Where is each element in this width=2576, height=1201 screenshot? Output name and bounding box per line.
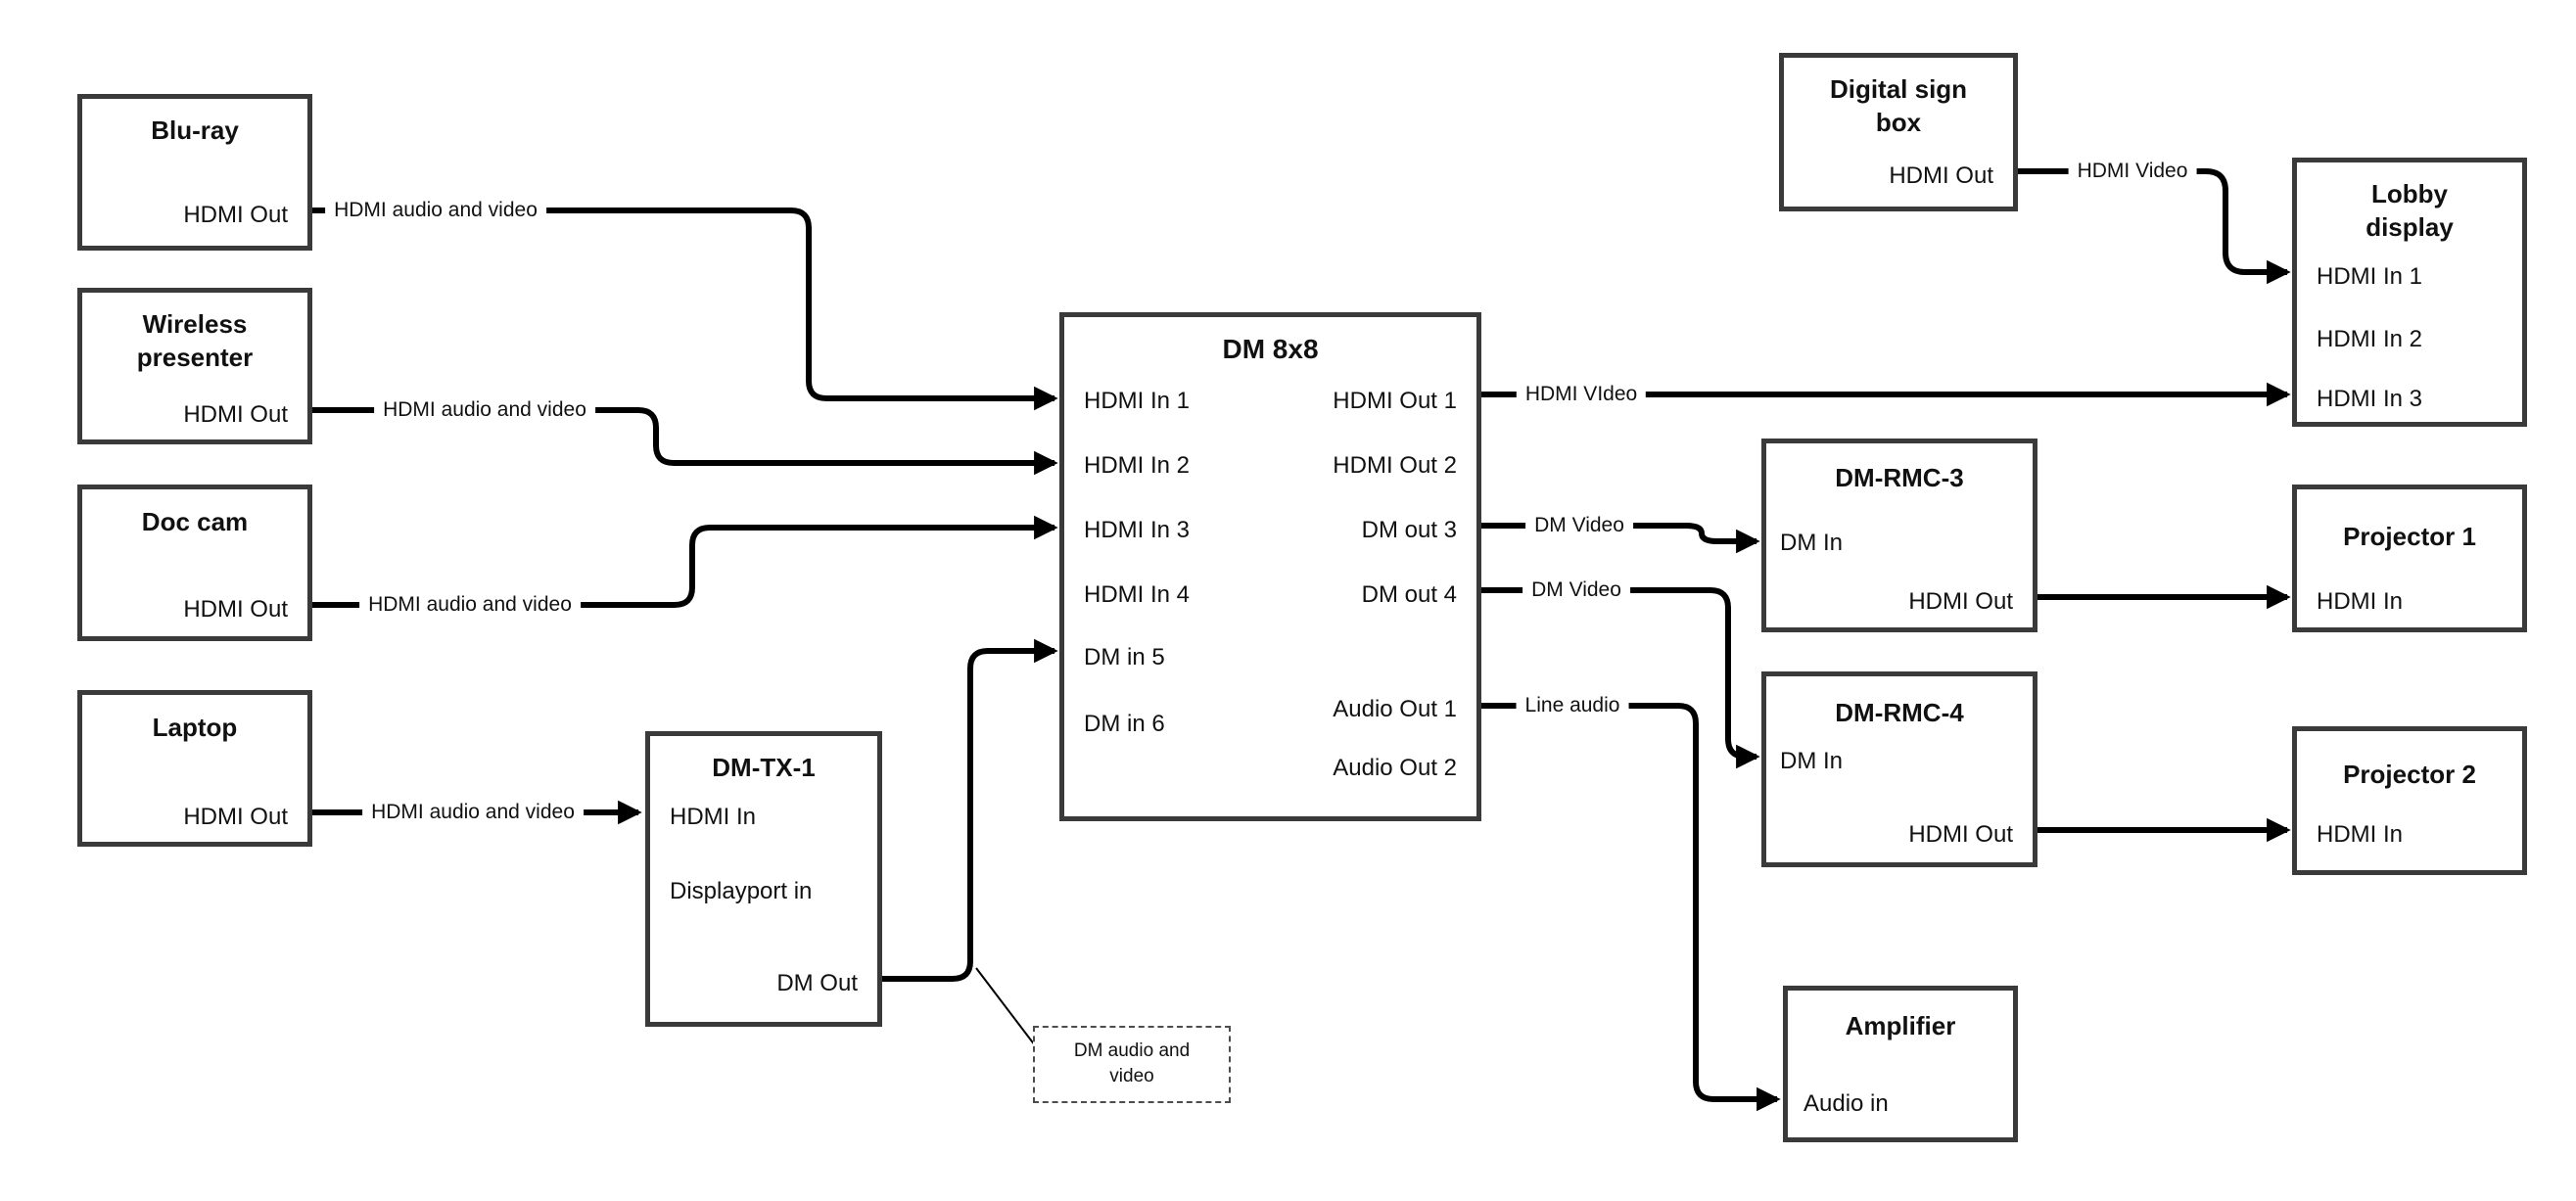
node-projector2: Projector 2 HDMI In <box>2292 726 2527 875</box>
dmrmc4-port-hdmi-out: HDMI Out <box>1908 821 2013 848</box>
node-digital-sign-box: Digital sign box HDMI Out <box>1779 53 2018 211</box>
node-dm8x8-title: DM 8x8 <box>1222 334 1319 364</box>
node-dmrmc3-title: DM-RMC-3 <box>1835 463 1964 492</box>
wire-label-digital-sign: HDMI Video <box>2068 159 2197 184</box>
dm8x8-port-hdmi-in-4: HDMI In 4 <box>1084 581 1191 608</box>
dm8x8-port-hdmi-in-1: HDMI In 1 <box>1084 388 1191 414</box>
projector2-port-hdmi-in: HDMI In <box>2317 821 2404 848</box>
wire-dmtx1-to-dm8x8-in5 <box>882 638 1058 982</box>
dm8x8-port-hdmi-out-1: HDMI Out 1 <box>1333 388 1457 414</box>
wire-wireless-to-dm8x8-in2 <box>312 407 1058 476</box>
node-amplifier: Amplifier Audio in <box>1783 986 2018 1142</box>
dmtx1-port-dm-out: DM Out <box>776 970 858 996</box>
wire-label-wireless: HDMI audio and video <box>374 397 595 423</box>
dm8x8-port-hdmi-in-2: HDMI In 2 <box>1084 452 1191 479</box>
node-wireless-presenter: Wireless presenter HDMI Out <box>77 288 312 444</box>
wire-label-dm-out3: DM Video <box>1525 513 1633 538</box>
node-wireless-presenter-title: Wireless presenter <box>136 309 254 372</box>
node-dmrmc4-title: DM-RMC-4 <box>1835 698 1964 727</box>
dmrmc3-port-dm-in: DM In <box>1780 530 1844 556</box>
dm8x8-port-hdmi-out-2: HDMI Out 2 <box>1333 452 1457 479</box>
node-bluray: Blu-ray HDMI Out <box>77 94 312 251</box>
dmtx1-port-displayport-in: Displayport in <box>670 878 813 904</box>
wire-doccam-to-dm8x8-in3 <box>312 515 1058 608</box>
lobby-port-hdmi-in-1: HDMI In 1 <box>2317 263 2423 290</box>
node-dm8x8: DM 8x8 HDMI In 1 HDMI In 2 HDMI In 3 HDM… <box>1059 312 1481 821</box>
wire-dm8x8-out3-to-dmrmc3 <box>1481 523 1760 554</box>
node-dmrmc4: DM-RMC-4 DM In HDMI Out <box>1761 671 2037 867</box>
node-dmtx1-title: DM-TX-1 <box>712 753 816 782</box>
dm8x8-port-dm-in-5: DM in 5 <box>1084 644 1165 670</box>
wire-dm8x8-out4-to-dmrmc4 <box>1481 587 1760 769</box>
node-projector1: Projector 1 HDMI In <box>2292 485 2527 632</box>
wireless-port-hdmi-out: HDMI Out <box>183 401 288 428</box>
node-bluray-title: Blu-ray <box>151 115 239 145</box>
wire-digitalsign-to-lobby-in1 <box>2018 168 2291 285</box>
node-projector2-title: Projector 2 <box>2343 760 2476 789</box>
wire-label-doccam: HDMI audio and video <box>359 592 581 618</box>
wire-label-dm-out4: DM Video <box>1522 577 1630 603</box>
projector1-port-hdmi-in: HDMI In <box>2317 588 2404 615</box>
wire-bluray-to-dm8x8-in1 <box>312 208 1058 411</box>
node-amplifier-title: Amplifier <box>1845 1011 1956 1040</box>
dmtx1-port-hdmi-in: HDMI In <box>670 804 757 830</box>
dm8x8-port-dm-out-3: DM out 3 <box>1361 517 1457 543</box>
node-lobby-display: Lobby display HDMI In 1 HDMI In 2 HDMI I… <box>2292 158 2527 427</box>
wire-label-laptop: HDMI audio and video <box>362 800 584 825</box>
lobby-port-hdmi-in-2: HDMI In 2 <box>2317 326 2423 352</box>
doccam-port-hdmi-out: HDMI Out <box>183 596 288 623</box>
wire-label-line-audio: Line audio <box>1516 693 1629 718</box>
wire-dm8x8-audio1-to-amplifier <box>1481 703 1781 1112</box>
note-callout-line <box>975 967 1036 1046</box>
node-laptop-title: Laptop <box>152 713 238 742</box>
digital-sign-port-hdmi-out: HDMI Out <box>1889 162 1993 189</box>
bluray-port-hdmi-out: HDMI Out <box>183 202 288 228</box>
dm8x8-port-audio-out-1: Audio Out 1 <box>1333 696 1457 722</box>
dm8x8-port-dm-out-4: DM out 4 <box>1361 581 1457 608</box>
dm8x8-port-dm-in-6: DM in 6 <box>1084 711 1165 737</box>
node-doccam-title: Doc cam <box>141 507 249 536</box>
wire-label-bluray: HDMI audio and video <box>325 198 546 223</box>
node-dmtx1: DM-TX-1 HDMI In Displayport in DM Out <box>645 731 882 1027</box>
dmrmc4-port-dm-in: DM In <box>1780 748 1844 774</box>
note-dm-audio-video: DM audio and video <box>1033 1026 1231 1103</box>
node-doccam: Doc cam HDMI Out <box>77 485 312 641</box>
node-dmrmc3: DM-RMC-3 DM In HDMI Out <box>1761 439 2037 632</box>
node-laptop: Laptop HDMI Out <box>77 690 312 847</box>
node-digital-sign-box-title: Digital sign box <box>1829 74 1968 137</box>
laptop-port-hdmi-out: HDMI Out <box>183 804 288 830</box>
node-projector1-title: Projector 1 <box>2343 522 2476 551</box>
amplifier-port-audio-in: Audio in <box>1803 1090 1889 1117</box>
dmrmc3-port-hdmi-out: HDMI Out <box>1908 588 2013 615</box>
lobby-port-hdmi-in-3: HDMI In 3 <box>2317 386 2423 412</box>
wire-label-hdmi-out1: HDMI VIdeo <box>1516 382 1647 407</box>
dm8x8-port-hdmi-in-3: HDMI In 3 <box>1084 517 1191 543</box>
node-lobby-display-title: Lobby display <box>2365 179 2454 242</box>
dm8x8-port-audio-out-2: Audio Out 2 <box>1333 755 1457 781</box>
